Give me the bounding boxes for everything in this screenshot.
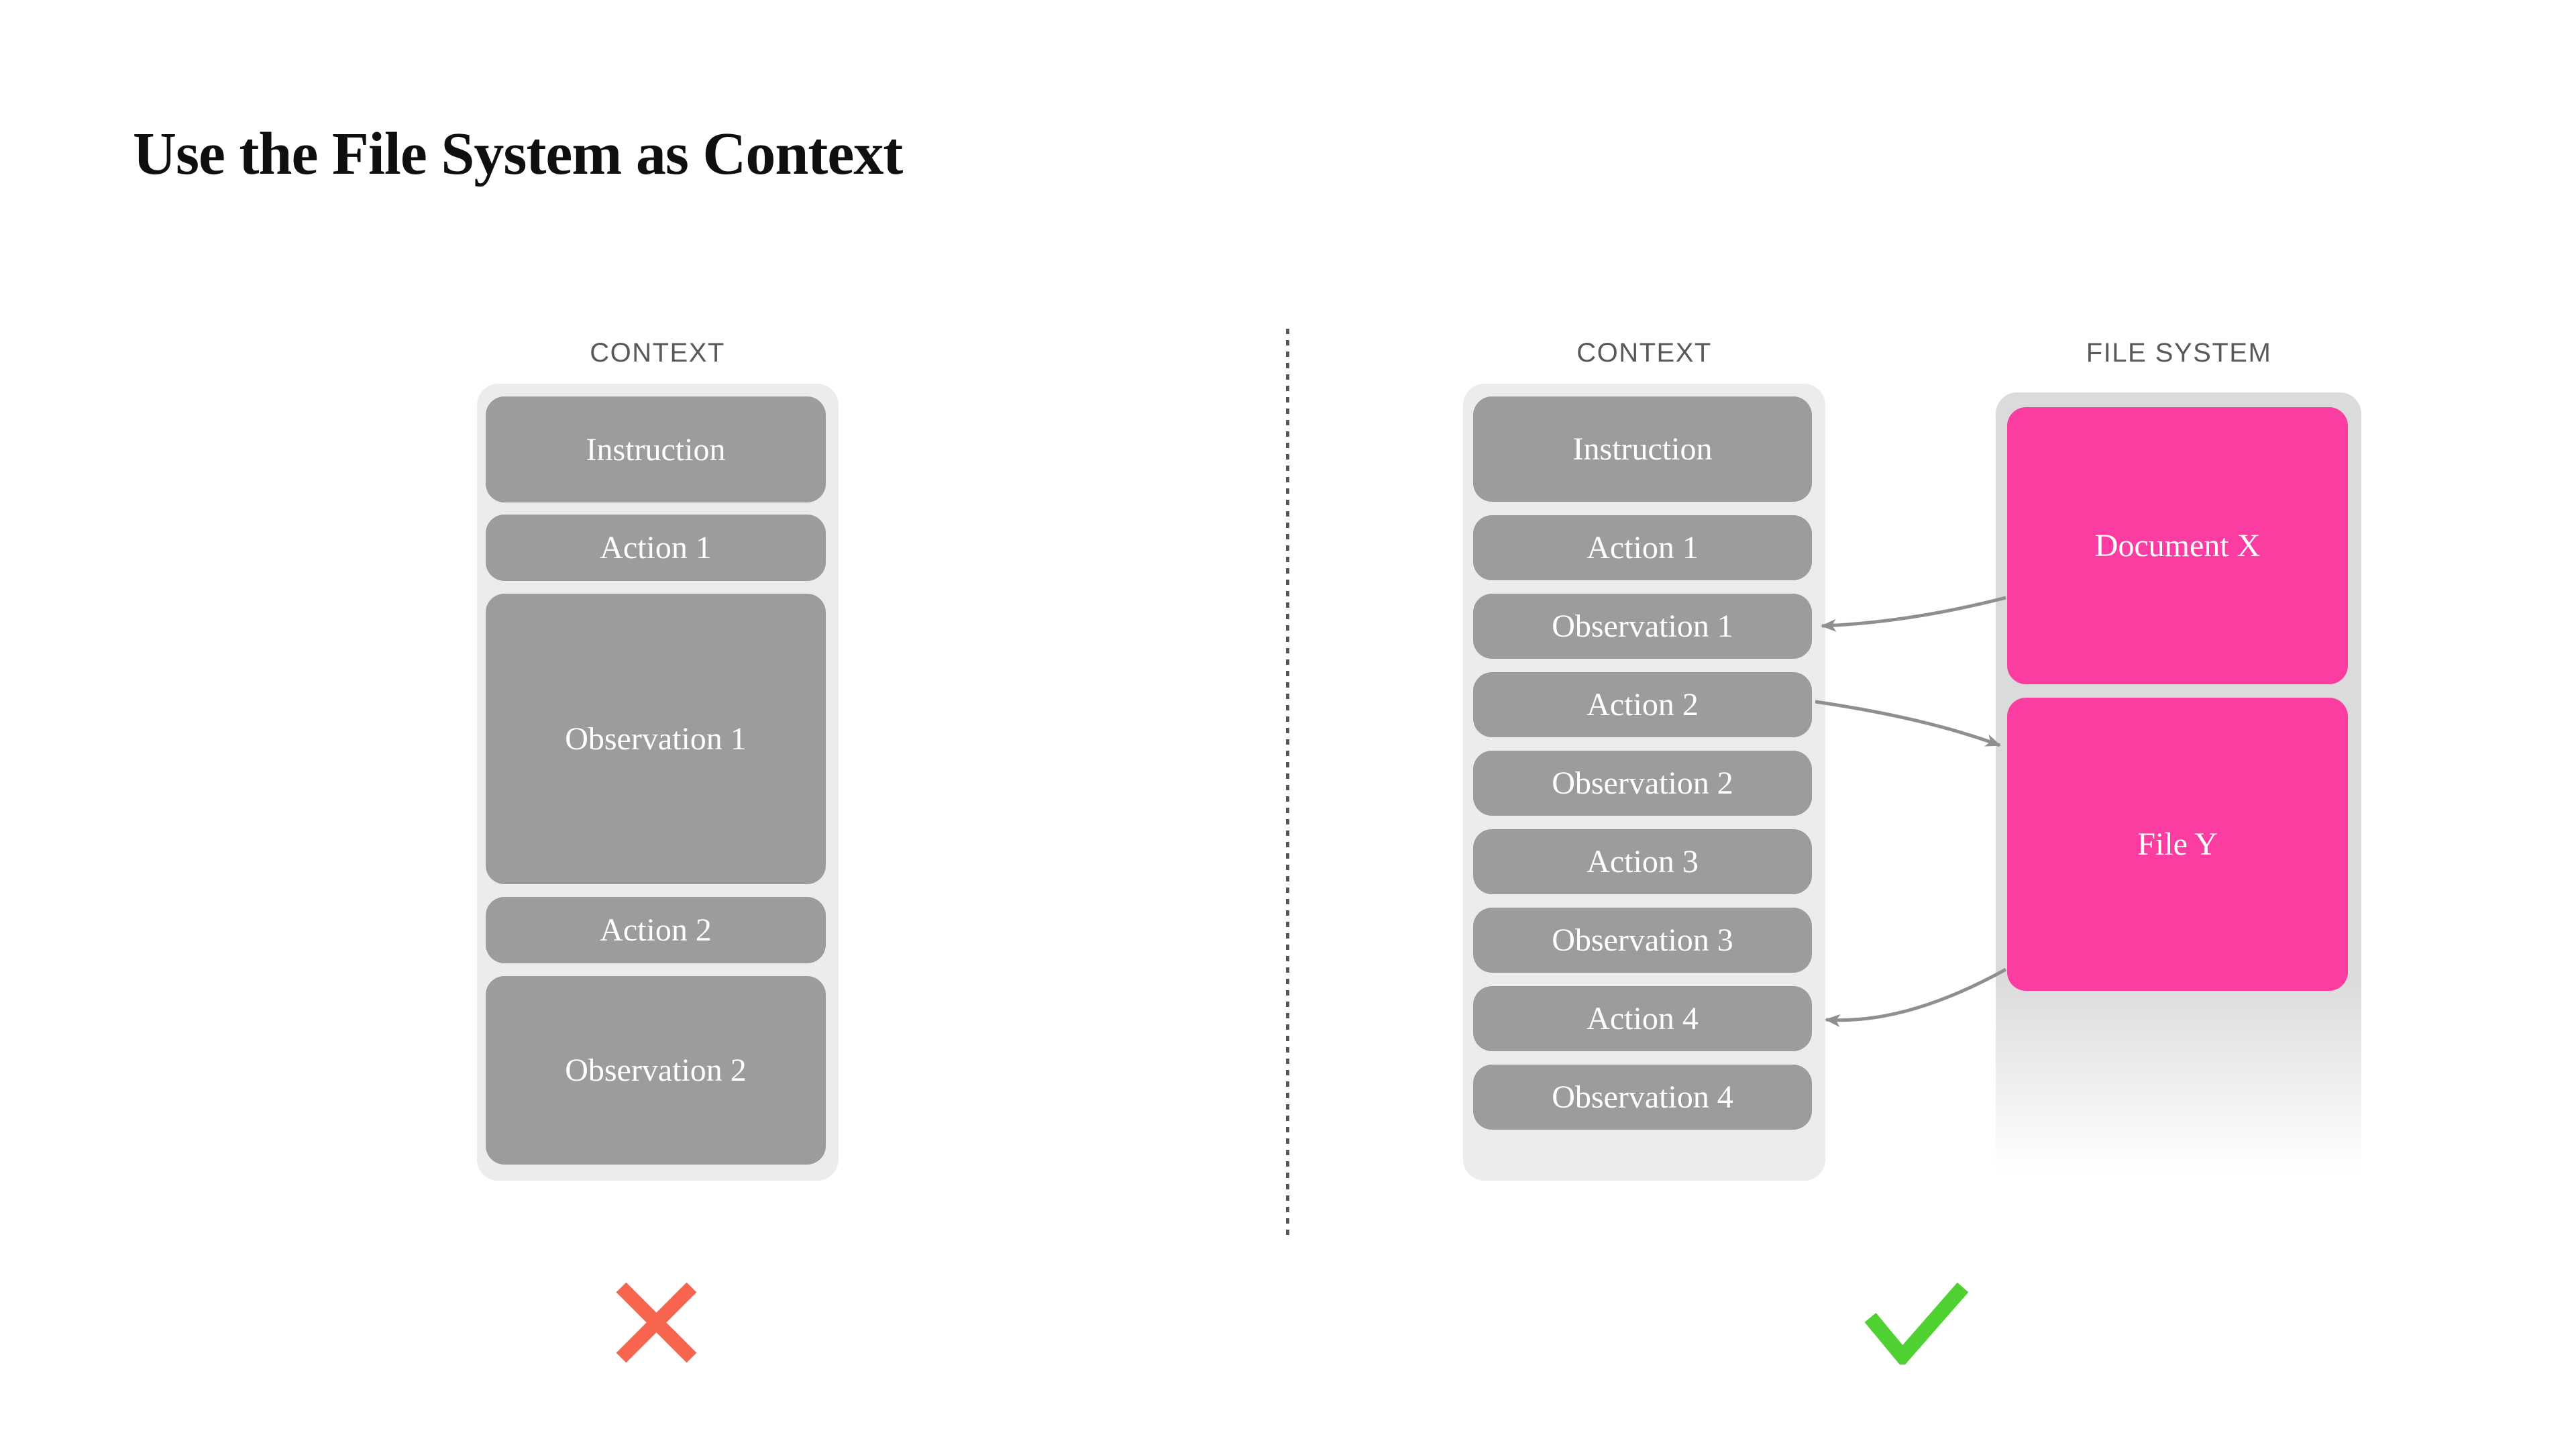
context-box-observation-2: Observation 2 <box>1473 751 1812 816</box>
context-box-observation-3: Observation 3 <box>1473 908 1812 973</box>
checkmark-icon <box>1864 1282 1969 1364</box>
context-box-action-2: Action 2 <box>1473 672 1812 737</box>
arrow-file-y-to-action-4 <box>1825 967 2007 1027</box>
file-box-file-y: File Y <box>2007 698 2348 991</box>
context-box-action-4: Action 4 <box>1473 986 1812 1051</box>
page-title: Use the File System as Context <box>133 121 903 187</box>
context-box-observation-4: Observation 4 <box>1473 1065 1812 1130</box>
context-box-instruction: Instruction <box>486 396 826 502</box>
arrow-action-2-to-file-y <box>1815 700 2001 747</box>
context-box-action-1: Action 1 <box>1473 515 1812 580</box>
left-context-container: Instruction Action 1 Observation 1 Actio… <box>477 384 839 1181</box>
x-mark-icon <box>616 1282 697 1363</box>
right-context-container: Instruction Action 1 Observation 1 Actio… <box>1463 384 1825 1181</box>
right-context-label: CONTEXT <box>1576 338 1712 368</box>
context-box-action-3: Action 3 <box>1473 829 1812 894</box>
context-box-action-1: Action 1 <box>486 515 826 581</box>
context-box-observation-1: Observation 1 <box>1473 594 1812 659</box>
arrow-document-x-to-observation-1 <box>1821 596 2006 632</box>
file-system-label: FILE SYSTEM <box>2086 338 2272 368</box>
left-context-label: CONTEXT <box>590 338 725 368</box>
file-system-container: Document X File Y <box>1996 392 2361 1181</box>
context-box-instruction: Instruction <box>1473 396 1812 502</box>
file-box-document-x: Document X <box>2007 407 2348 684</box>
context-box-action-2: Action 2 <box>486 897 826 963</box>
context-box-observation-2: Observation 2 <box>486 976 826 1165</box>
context-box-observation-1: Observation 1 <box>486 594 826 884</box>
dashed-divider-line <box>1286 329 1289 1238</box>
